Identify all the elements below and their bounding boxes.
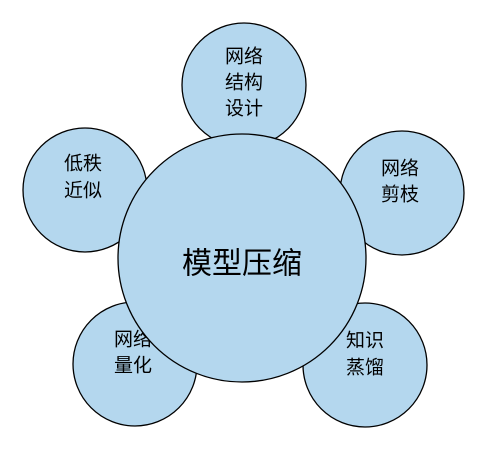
node-label-line: 结构 xyxy=(225,72,263,94)
center-node-model-compression: 模型压缩 xyxy=(117,133,367,383)
node-label-line: 近似 xyxy=(64,180,102,202)
node-label-line: 网络 xyxy=(225,46,263,68)
node-network-structure-design: 网络 结构 设计 xyxy=(181,22,307,148)
center-circle xyxy=(117,133,367,383)
node-label-line: 量化 xyxy=(114,355,152,377)
node-label-line: 网络 xyxy=(381,158,419,180)
node-low-rank-approximation: 低秩 近似 xyxy=(22,127,148,253)
node-label-line: 蒸馏 xyxy=(346,357,384,379)
node-label-line: 设计 xyxy=(225,98,263,120)
node-label-line: 网络 xyxy=(114,329,152,351)
node-network-pruning: 网络 剪枝 xyxy=(339,130,465,256)
node-label-line: 剪枝 xyxy=(381,184,419,206)
node-label-line: 低秩 xyxy=(64,153,102,175)
center-label: 模型压缩 xyxy=(182,247,302,282)
node-label-line: 知识 xyxy=(346,330,384,352)
